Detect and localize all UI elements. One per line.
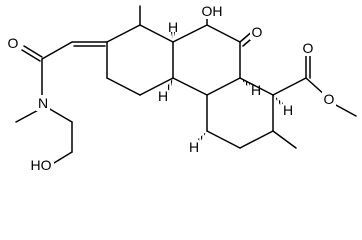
ethyl-co-bond xyxy=(53,151,73,164)
stereo-h-label-5: H xyxy=(283,102,293,118)
stereo-h-bond-2 xyxy=(166,78,173,91)
stereo-h-label-4: H xyxy=(251,82,261,98)
label-layer: O N HO OH O O O H H H H H xyxy=(6,3,336,173)
ring-b-bond-2 xyxy=(206,24,241,43)
amide-oxygen-label: O xyxy=(8,35,19,51)
stereo-h-label-1: H xyxy=(168,19,178,35)
ester-carbonyl-oxygen-label: O xyxy=(303,40,314,56)
stereo-h-bond-1 xyxy=(171,32,175,42)
ring-c-bond-3 xyxy=(239,130,274,149)
chemical-structure: O N HO OH O O O H H H H H xyxy=(6,3,357,173)
amide-nitrogen-label: N xyxy=(38,95,48,111)
ring-c-bond-1 xyxy=(239,77,274,96)
stereo-h-bond-5 xyxy=(273,95,283,106)
ester-oxygen-label: O xyxy=(324,91,335,107)
ring-b-bond-4 xyxy=(206,77,241,96)
stereo-h-label-2: H xyxy=(158,88,168,104)
n-ethyl-bond xyxy=(47,107,73,123)
ring-b-bond-1 xyxy=(172,24,208,43)
ring-a-bond-5 xyxy=(106,77,141,96)
ring-a-bond-1 xyxy=(106,24,141,43)
ring-a-bond-2 xyxy=(139,24,174,43)
amide-carbonyl-bond xyxy=(23,45,43,58)
amide-alpha-bond xyxy=(41,41,73,60)
ring-a-bond-4 xyxy=(139,77,174,96)
ring-b-bond-5 xyxy=(172,77,208,96)
stereo-h-bond-4 xyxy=(240,78,250,87)
ring-hydroxyl-label: OH xyxy=(202,3,223,19)
ester-attach-bond xyxy=(272,77,307,96)
ester-methyl-bond xyxy=(333,103,357,117)
stereo-h-label-3: H xyxy=(189,139,199,155)
ring-c-methyl-bond xyxy=(272,130,297,149)
ketone-oxygen-label: O xyxy=(252,24,263,40)
terminal-hydroxyl-label: HO xyxy=(31,157,52,173)
bond-layer xyxy=(15,5,357,164)
ring-c-bond-4 xyxy=(206,130,241,149)
stereo-h-bond-3 xyxy=(198,131,207,142)
amide-carbonyl-bond-2 xyxy=(21,49,41,62)
